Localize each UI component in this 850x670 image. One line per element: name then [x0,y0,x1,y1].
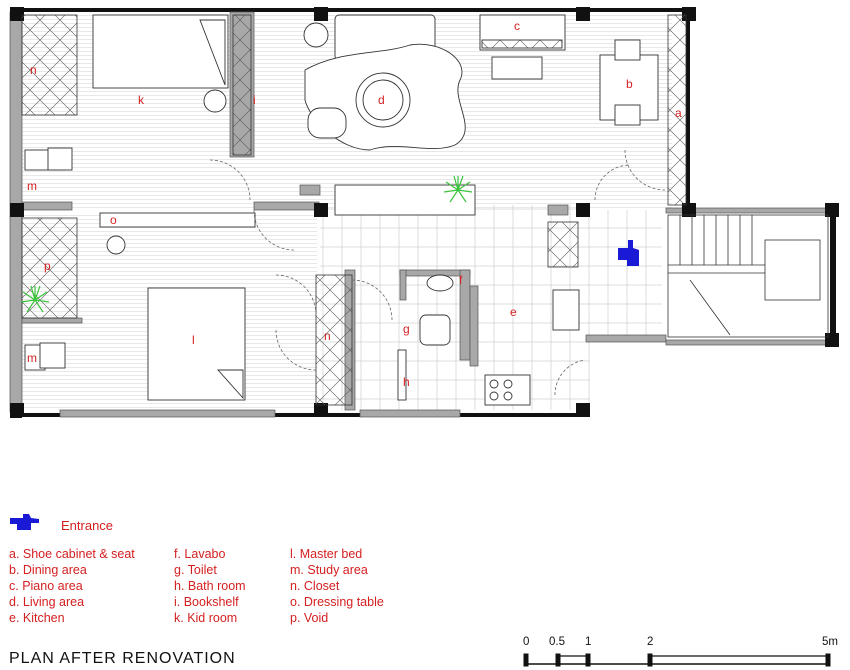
room-label-d: d [378,93,385,107]
room-label-m-1: m [27,179,37,193]
legend-item: c. Piano area [9,579,83,593]
legend-column-2: f. Lavabo g. Toilet h. Bath room i. Book… [174,546,246,626]
room-label-n-1: n [30,63,37,77]
room-label-o: o [110,213,117,227]
staircase [667,214,829,338]
legend-item: o. Dressing table [290,595,384,609]
pointing-hand-icon [9,513,41,536]
scale-tick-label: 0.5 [549,636,565,648]
room-label-a: a [675,106,682,120]
room-label-c: c [514,19,520,33]
legend-item: m. Study area [290,563,368,577]
legend-column-1: a. Shoe cabinet & seat b. Dining area c.… [9,546,135,626]
legend-item: k. Kid room [174,611,238,625]
closet-units [21,14,687,406]
room-label-m-2: m [27,351,37,365]
plant-icon [20,175,473,313]
structural-columns [10,7,839,417]
legend-item: b. Dining area [9,563,87,577]
room-label-i: i [253,93,256,107]
door-swings [209,149,666,396]
scale-tick-label: 1 [585,636,592,648]
legend-column-3: l. Master bed m. Study area n. Closet o.… [290,546,384,626]
furniture [24,14,659,406]
room-label-f: f [459,273,463,287]
room-label-h: h [403,375,410,389]
room-label-e: e [510,305,517,319]
legend-item: f. Lavabo [174,547,226,561]
room-label-n-2: n [324,329,331,343]
legend-item: p. Void [290,611,329,625]
scale-tick-label: 0 [523,636,530,648]
plan-title: PLAN AFTER RENOVATION [9,650,236,667]
legend-item: a. Shoe cabinet & seat [9,547,135,561]
entrance-marker-icon [618,240,639,266]
scale-tick-label: 5m [822,636,838,648]
legend-item: n. Closet [290,579,340,593]
room-labels: a b c d e f g h i k l m m n n o p [27,19,682,389]
room-label-l: l [192,333,195,347]
legend-item: d. Living area [9,595,85,609]
scale-tick-label: 2 [647,636,654,648]
scale-bar [523,653,831,667]
legend-item: g. Toilet [174,563,217,577]
legend-item: l. Master bed [290,547,363,561]
legend-item: e. Kitchen [9,611,65,625]
legend-item: i. Bookshelf [174,595,239,609]
entrance-legend-label: Entrance [61,518,114,533]
room-label-g: g [403,322,410,336]
legend-item: h. Bath room [174,579,246,593]
room-label-p: p [44,259,51,273]
room-label-k: k [138,93,145,107]
room-label-b: b [626,77,633,91]
